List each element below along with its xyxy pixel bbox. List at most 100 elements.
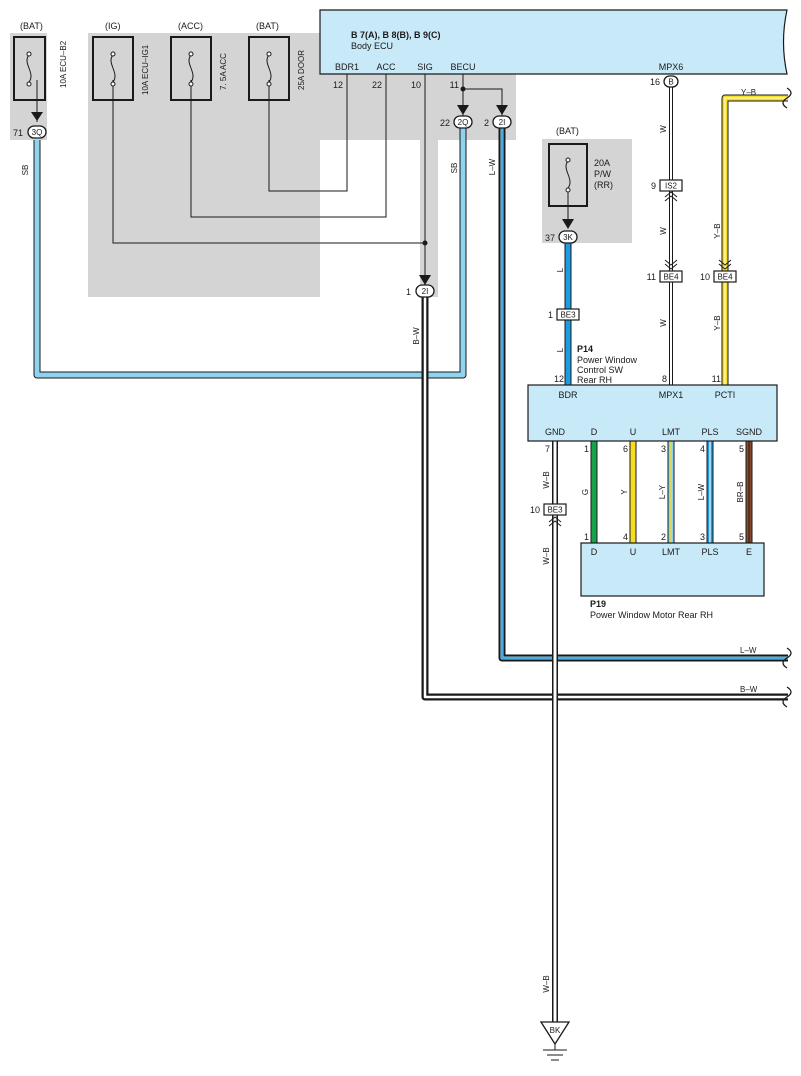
svg-text:Control SW: Control SW [577,365,624,375]
svg-text:W: W [659,319,668,327]
svg-text:B–W: B–W [740,685,758,694]
svg-text:E: E [746,547,752,557]
connector-be4-w: BE4 11 [647,259,683,283]
arrowheads [31,105,574,285]
svg-text:3Q: 3Q [32,128,43,137]
svg-text:LMT: LMT [662,547,681,557]
svg-text:Y–B: Y–B [741,88,756,97]
connector-be3-bottom: BE3 10 [530,503,567,527]
svg-text:L–W: L–W [740,646,757,655]
connector-2i-bottom: 2I 1 [406,284,435,298]
svg-text:11: 11 [647,272,656,282]
p14-power-window-switch: P14 Power Window Control SW Rear RH 12 8… [527,344,778,454]
svg-text:6: 6 [623,444,628,454]
svg-text:2: 2 [661,532,666,542]
shaded-regions [10,33,632,297]
svg-text:25A DOOR: 25A DOOR [297,50,306,90]
svg-text:10A ECU–IG1: 10A ECU–IG1 [141,44,150,95]
svg-text:B–W: B–W [412,327,421,345]
svg-text:Y: Y [620,489,629,495]
svg-text:W: W [659,125,668,133]
svg-text:(IG): (IG) [105,21,121,31]
pin-label-bdr1: BDR1 [335,62,359,72]
svg-text:2I: 2I [422,287,429,296]
svg-text:Power Window Motor Rear RH: Power Window Motor Rear RH [590,610,713,620]
fuse-acc: (ACC) 7. 5A ACC [170,21,228,101]
svg-text:7: 7 [545,444,550,454]
svg-text:3: 3 [661,444,666,454]
svg-text:16: 16 [650,77,660,87]
ecu-pin-11: 11 [450,80,459,90]
svg-text:37: 37 [545,233,555,243]
continuation-marks [782,87,792,708]
svg-text:1: 1 [406,287,411,297]
svg-text:PCTI: PCTI [715,390,736,400]
p14-id: P14 [577,344,593,354]
svg-text:1: 1 [548,310,553,320]
svg-text:G: G [581,489,590,495]
svg-text:71: 71 [13,128,23,138]
svg-text:9: 9 [651,181,656,191]
svg-text:LMT: LMT [662,427,681,437]
svg-text:PLS: PLS [701,427,718,437]
svg-text:BE4: BE4 [663,273,679,282]
svg-text:D: D [591,547,598,557]
svg-text:2: 2 [484,118,489,128]
svg-text:4: 4 [623,532,628,542]
ecu-pin-10: 10 [411,80,421,90]
svg-text:(RR): (RR) [594,180,613,190]
connector-mpx6-b: B 16 [650,75,679,88]
svg-text:L–Y: L–Y [658,484,667,499]
ground-symbol: BK [539,1021,571,1061]
svg-text:5: 5 [739,444,744,454]
svg-text:W–B: W–B [542,471,551,488]
wire-labels: SB SB L–W B–W L L W W W Y–B Y–B Y–B W–B … [21,88,758,993]
svg-text:Rear RH: Rear RH [577,375,612,385]
svg-text:L–W: L–W [697,483,706,500]
fuse-ecu-ig1: (IG) 10A ECU–IG1 [92,21,150,101]
svg-text:SB: SB [450,163,459,174]
svg-text:U: U [630,427,637,437]
svg-text:W–B: W–B [542,975,551,992]
svg-text:10: 10 [530,505,540,515]
pin-label-becu: BECU [450,62,475,72]
svg-text:22: 22 [440,118,450,128]
connector-be4-y: BE4 10 [700,259,737,283]
connector-is2: IS2 9 [651,179,683,202]
ecu-pin-22: 22 [372,80,382,90]
svg-text:10A ECU–B2: 10A ECU–B2 [59,40,68,88]
svg-text:MPX1: MPX1 [659,390,684,400]
internal-wiring: 1 2 22 10 11 [36,74,503,297]
svg-text:BE4: BE4 [717,273,733,282]
body-ecu-title: B 7(A), B 8(B), B 9(C) [351,30,441,40]
svg-text:7. 5A ACC: 7. 5A ACC [219,53,228,90]
svg-text:Y–B: Y–B [713,315,722,330]
svg-text:W: W [659,227,668,235]
svg-text:12: 12 [554,374,564,384]
svg-text:2I: 2I [499,118,506,127]
svg-text:11: 11 [712,374,721,384]
svg-text:Power Window: Power Window [577,355,638,365]
color-wires [33,94,788,662]
connector-2i-top: 2I 2 [484,115,512,129]
body-ecu-name: Body ECU [351,41,393,51]
svg-text:GND: GND [545,427,566,437]
svg-text:SGND: SGND [736,427,763,437]
svg-text:20A: 20A [594,158,610,168]
fuse-ecu-b2: (BAT) 10A ECU–B2 [13,21,68,101]
pin-label-sig: SIG [417,62,433,72]
svg-text:(BAT): (BAT) [256,21,279,31]
connector-3k: 3K 37 [545,230,578,244]
svg-text:BDR: BDR [558,390,578,400]
svg-text:P/W: P/W [594,169,612,179]
svg-text:W–B: W–B [542,547,551,564]
svg-text:4: 4 [700,444,705,454]
svg-text:PLS: PLS [701,547,718,557]
connector-2q: 2Q 22 [440,115,473,129]
svg-text:1: 1 [584,444,589,454]
svg-text:L–W: L–W [488,158,497,175]
svg-text:1: 1 [584,532,589,542]
svg-text:2Q: 2Q [458,118,469,127]
p19-id: P19 [590,599,606,609]
